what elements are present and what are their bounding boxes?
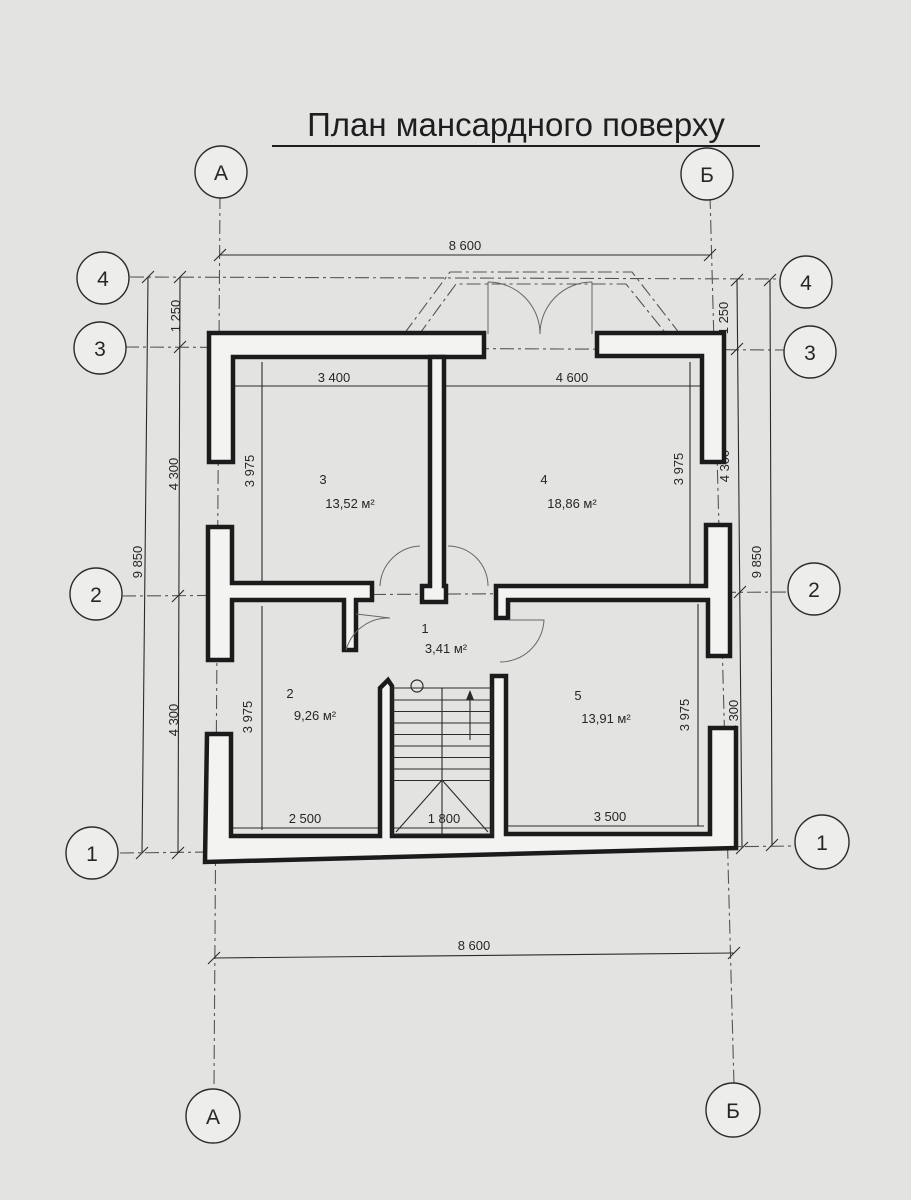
dimension-lines [135,248,779,965]
balcony [403,271,681,337]
svg-text:3: 3 [94,338,106,361]
dim-overall-height-left: 9 850 [130,546,145,579]
axis-marker-b-top: Б [680,147,734,201]
dim-top-segment-right: 1 250 [716,302,731,335]
right-wall-middle [493,522,733,659]
svg-text:1: 1 [816,832,828,855]
dim-lower-segment-left: 4 300 [166,704,181,737]
room-1-area: 3,41 м² [425,641,468,656]
axis-marker-a-top: А [194,145,248,199]
axis-line-4 [129,276,781,280]
axis-marker-b-bottom: Б [705,1082,761,1138]
svg-text:2: 2 [90,584,102,607]
page-title: План мансардного поверху [307,106,725,143]
svg-text:Б: Б [726,1100,740,1123]
room-4-area: 18,86 м² [547,496,597,511]
partition-3-4 [419,354,449,605]
axis-marker-2-right: 2 [787,562,841,616]
room-3-number: 3 [319,472,326,487]
room-2-area: 9,26 м² [294,708,337,723]
svg-text:1: 1 [86,843,98,866]
dim-room3-height: 3 975 [242,455,257,488]
axis-marker-4-left: 4 [76,251,130,305]
right-wall-upper [594,330,727,465]
axis-marker-3-right: 3 [783,325,837,379]
dim-lower-segment-right: 4 300 [726,700,741,733]
axis-marker-a-bottom: А [185,1088,241,1144]
svg-text:А: А [206,1106,220,1129]
axis-markers: А Б А Б 4 3 2 1 [65,145,850,1144]
room-2-number: 2 [286,686,293,701]
left-wall-middle [205,524,375,663]
dim-room2-width: 2 500 [289,811,322,826]
axis-marker-4-right: 4 [779,255,833,309]
svg-text:4: 4 [97,268,109,291]
room-5-number: 5 [574,688,581,703]
stair-start-marker [410,679,424,693]
room-1-number: 1 [421,621,428,636]
axis-marker-2-left: 2 [69,567,123,621]
dim-stair-width: 1 800 [428,811,461,826]
dim-room3-width: 3 400 [318,370,351,385]
axis-marker-1-left: 1 [65,826,119,880]
dim-room2-height: 3 975 [240,701,255,734]
svg-text:3: 3 [804,342,816,365]
svg-text:Б: Б [700,164,714,187]
dim-room5-height: 3 975 [677,699,692,732]
axis-marker-1-right: 1 [794,814,850,870]
axis-marker-3-left: 3 [73,321,127,375]
door-swings [345,545,545,663]
room-4-number: 4 [540,472,547,487]
svg-text:А: А [214,162,228,185]
dim-upper-segment-left: 4 300 [166,458,181,491]
room-3-area: 13,52 м² [325,496,375,511]
dim-overall-width-top: 8 600 [449,238,482,253]
dim-room4-height: 3 975 [671,453,686,486]
room-labels: 3 13,52 м² 4 18,86 м² 1 3,41 м² 2 9,26 м… [286,472,631,726]
room-5-area: 13,91 м² [581,711,631,726]
svg-text:2: 2 [808,579,820,602]
dim-overall-height-right: 9 850 [749,546,764,579]
stair-direction-arrow [466,690,474,700]
dim-room5-width: 3 500 [594,809,627,824]
dimension-labels: 8 600 8 600 9 850 9 850 1 250 1 250 4 30… [130,238,764,953]
dim-overall-width-bottom: 8 600 [458,938,491,953]
staircase [391,679,493,835]
left-wall-upper [206,330,487,465]
walls [202,330,739,865]
svg-text:4: 4 [800,272,812,295]
dim-room4-width: 4 600 [556,370,589,385]
dim-top-segment-left: 1 250 [168,300,183,333]
